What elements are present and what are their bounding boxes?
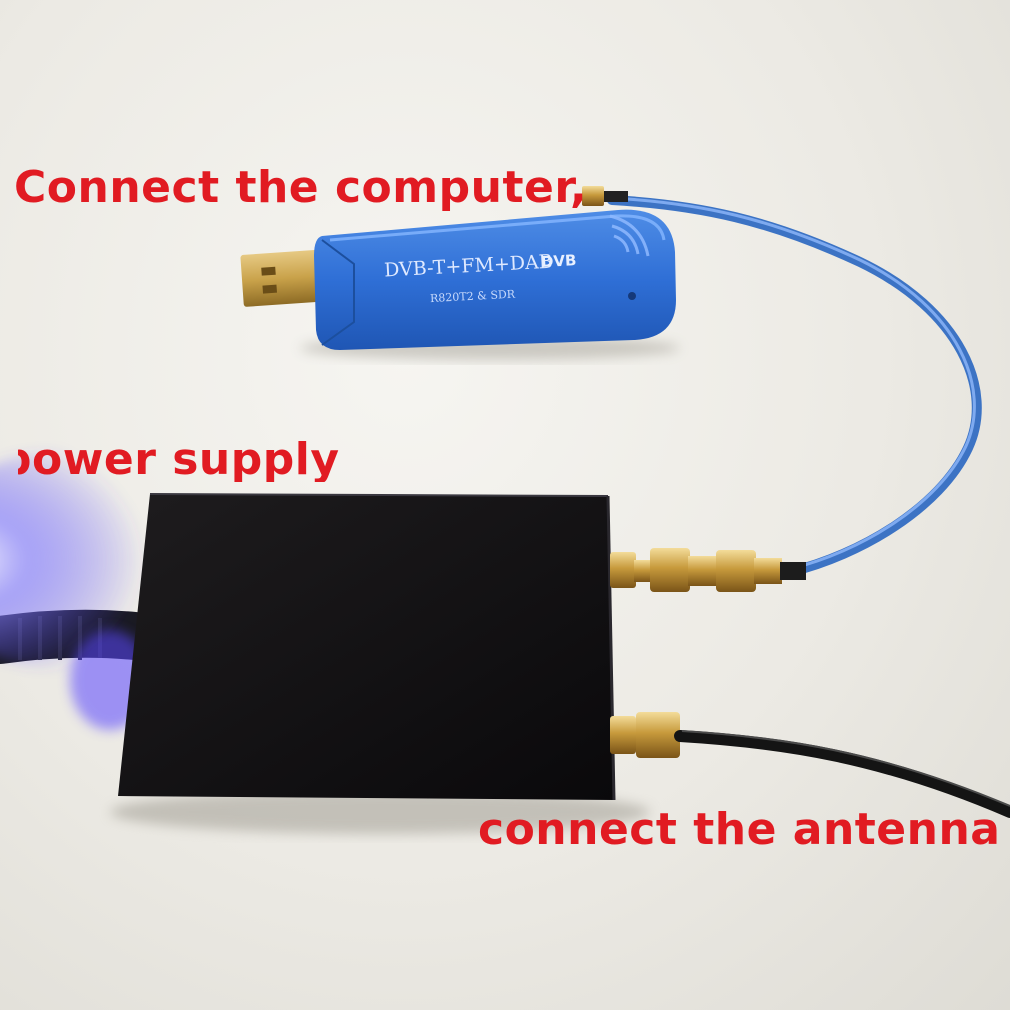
- antenna-cable: [674, 730, 1010, 818]
- usb-plug-hole-1: [261, 266, 276, 276]
- dongle-sma-connector: [582, 186, 604, 206]
- dongle-notch: [321, 239, 355, 346]
- wireless-signal-icon: [609, 214, 650, 257]
- dongle-highlight: [329, 214, 666, 242]
- label-connect-antenna: connect the antenna: [478, 804, 1001, 855]
- dongle-led: [628, 292, 636, 300]
- dongle-dvb-logo: DVB: [541, 251, 577, 271]
- label-connect-computer: Connect the computer,: [14, 162, 588, 213]
- upconverter-box: [118, 494, 614, 800]
- rtl-sdr-dongle: [314, 209, 676, 350]
- dongle-text-line2: R820T2 & SDR: [430, 288, 516, 305]
- box-top-edge: [149, 493, 609, 497]
- blue-cable-sleeve: [780, 562, 806, 580]
- label-power-supply: power supply: [0, 434, 340, 485]
- antenna-cable-highlight: [681, 730, 1010, 807]
- dongle-cable-sleeve: [604, 191, 628, 202]
- box-shadow: [110, 790, 650, 834]
- sma-connector-antenna: [610, 712, 680, 758]
- usb-plug-hole-2: [262, 284, 278, 294]
- sma-adapter-top: [610, 548, 782, 592]
- blue-coax-highlight: [610, 196, 976, 571]
